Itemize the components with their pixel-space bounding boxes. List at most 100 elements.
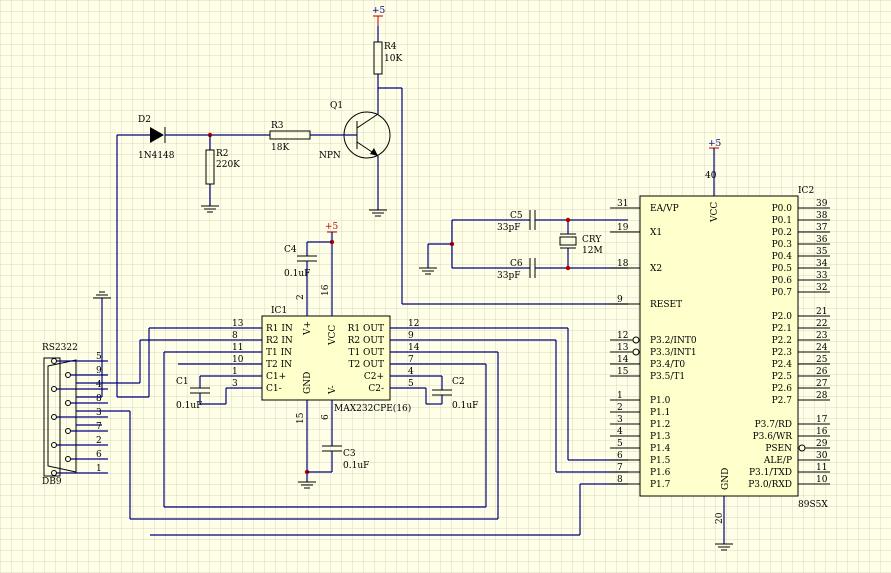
ic1-pin-number: 12 (408, 319, 419, 329)
ic2-pin-number: 14 (617, 355, 629, 365)
ic2-pin-name: P3.5/T1 (650, 372, 685, 382)
c6-ref: C6 (510, 259, 523, 269)
ic1-pin-name: C1+ (266, 372, 286, 382)
ic2-pin-number: 35 (816, 247, 828, 257)
ic2-vcc-pin-num: 40 (705, 171, 717, 181)
ic2-pin-name: P2.2 (772, 336, 792, 346)
ic2-pin-name: P3.3/INT1 (650, 348, 697, 358)
ic2-pin-number: 27 (816, 379, 828, 389)
ic1-pin-number: 13 (232, 319, 244, 329)
ground-crystal (419, 267, 437, 275)
ic2-ref: IC2 (798, 186, 814, 196)
ic2-pin-number: 10 (816, 475, 828, 485)
db9-connector: RS2322 DB9 (42, 343, 78, 487)
ic1-top-pin: 2V+ (296, 294, 313, 336)
ic2-pin-name: P0.3 (772, 240, 793, 250)
ic2-gnd-pin-name: GND (721, 468, 731, 490)
ic2-pin-number: 36 (816, 235, 828, 245)
ic2-pin-number: 3 (617, 415, 623, 425)
db9-pin: 7 (65, 422, 108, 434)
ic1-pin-number: 15 (296, 412, 306, 424)
ic2-pin-number: 30 (816, 451, 828, 461)
ic2-pin-name: ALE/P (763, 456, 792, 466)
q1-type: NPN (319, 151, 341, 161)
ic2-pin-name: PSEN (765, 444, 792, 454)
ic2-pin-number: 19 (617, 223, 629, 233)
ic1-pin-name: VCC (328, 325, 338, 346)
c1-value: 0.1uF (176, 401, 202, 411)
ic2-pin-name: P0.7 (772, 288, 793, 298)
db9-ref: DB9 (42, 477, 62, 487)
ic1-ref: IC1 (271, 306, 287, 316)
ic2-body (639, 195, 799, 497)
db9-pin-number: 9 (96, 366, 102, 376)
ic1-pin-name: T1 IN (266, 348, 292, 358)
ic2-pin-number: 33 (816, 271, 828, 281)
ic2-pin-number: 1 (617, 391, 623, 401)
db9-pin: 5 (51, 352, 108, 364)
resistor-r3: R3 18K (210, 121, 357, 153)
ic2-pin-number: 38 (816, 211, 828, 221)
ic2-pin-name: P2.3 (772, 348, 793, 358)
r4-value: 10K (384, 54, 402, 64)
db9-pin: 1 (51, 464, 108, 476)
ic2-pin-name: P0.1 (772, 216, 792, 226)
ic2-pin-number: 18 (617, 259, 629, 269)
db9-pin-number: 6 (96, 450, 102, 460)
ic2-pin-name: P2.7 (772, 396, 793, 406)
ic2-pin-name: P1.0 (650, 396, 671, 406)
ic2-vcc-pin-name: VCC (710, 202, 720, 223)
ic2-pin-name: P3.0/RXD (748, 480, 792, 490)
ic2-pin-number: 2 (617, 403, 623, 413)
ic1-pin-name: GND (303, 372, 313, 394)
ic2-pin-name: P3.7/RD (755, 420, 792, 430)
ic2-pin-name: RESET (650, 300, 682, 310)
ic2-pin-number: 26 (816, 367, 828, 377)
db9-pin: 6 (65, 450, 108, 462)
db9-pin: 8 (65, 394, 108, 406)
db9-pin: 3 (51, 408, 108, 420)
ic2-part: 89S5X (798, 500, 828, 510)
db9-pin-number: 8 (96, 394, 102, 404)
ic1-pin-name: V+ (303, 321, 313, 336)
c5-ref: C5 (510, 211, 523, 221)
ic1-pin-number: 1 (232, 367, 238, 377)
resistor-r4: R4 10K (373, 26, 402, 88)
ic2-pin-number: 12 (617, 331, 628, 341)
ic2-pin-name: P3.6/WR (753, 432, 793, 442)
ic2-pin-number: 5 (617, 439, 623, 449)
ic2-pin-name: P1.4 (650, 444, 671, 454)
ic1-pin-number: 3 (232, 379, 238, 389)
ground-q1 (369, 209, 387, 217)
ic2-pin-number: 32 (816, 283, 827, 293)
r4-ref: R4 (384, 42, 397, 52)
cry-value: 12M (582, 246, 603, 256)
ic2-pin-number: 15 (617, 367, 629, 377)
power-label-ic1: +5 (325, 222, 339, 232)
db9-pin: 2 (51, 436, 108, 448)
ic1-pin-name: R1 IN (266, 324, 293, 334)
ic1-body (261, 315, 391, 401)
ic2-pin-number: 6 (617, 451, 623, 461)
ic1-pin-name: T1 OUT (348, 348, 384, 358)
ground-db9 (93, 291, 111, 397)
power-label-q1: +5 (372, 6, 386, 16)
ic1-pin-number: 7 (408, 355, 414, 365)
ground-ic1 (298, 481, 316, 489)
